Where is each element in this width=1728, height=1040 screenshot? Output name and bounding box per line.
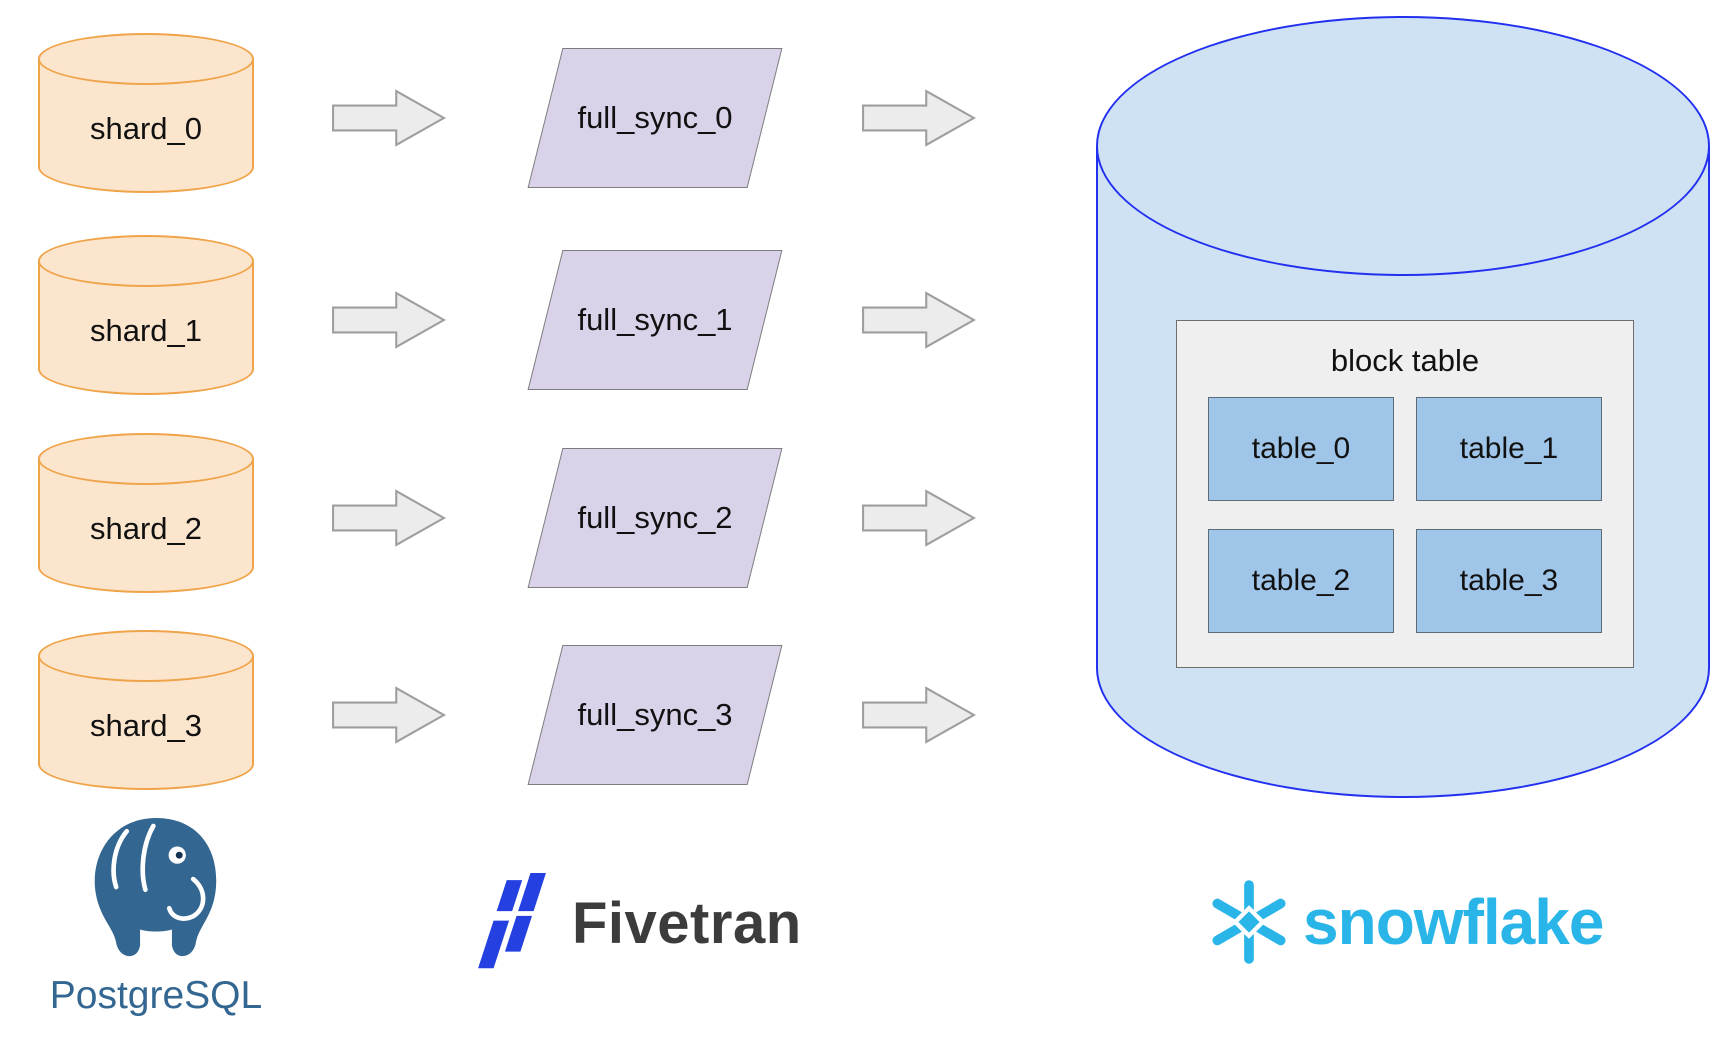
cylinder-top	[38, 33, 254, 85]
postgresql-elephant-icon	[94, 817, 217, 957]
fivetran-logo: Fivetran	[478, 868, 802, 978]
block-table-panel: block table table_0 table_1 table_2 tabl…	[1176, 320, 1634, 668]
arrow-right-icon	[862, 291, 976, 349]
fivetran-mark-icon	[478, 873, 546, 969]
table-cell-2: table_2	[1208, 529, 1394, 633]
block-table-title: block table	[1330, 343, 1480, 378]
shard-cylinder-1: shard_1	[38, 235, 254, 395]
cylinder-top	[38, 630, 254, 682]
full-sync-label: full_sync_3	[577, 697, 733, 732]
full-sync-shape-0: full_sync_0	[527, 48, 783, 188]
table-cell-1: table_1	[1416, 397, 1602, 501]
shard-cylinder-3: shard_3	[38, 630, 254, 790]
snowflake-logo-text: snowflake	[1303, 886, 1604, 958]
shard-label: shard_3	[89, 708, 203, 743]
full-sync-shape-1: full_sync_1	[527, 250, 783, 390]
arrow-right-icon	[862, 489, 976, 547]
arrow-right-icon	[332, 291, 446, 349]
cylinder-top	[1096, 16, 1710, 276]
shard-cylinder-0: shard_0	[38, 33, 254, 193]
shard-label: shard_0	[89, 111, 203, 146]
full-sync-shape-3: full_sync_3	[527, 645, 783, 785]
snowflake-icon	[1212, 880, 1286, 964]
shard-label: shard_1	[89, 313, 203, 348]
full-sync-label: full_sync_0	[577, 100, 733, 135]
full-sync-label: full_sync_2	[577, 500, 733, 535]
shard-label: shard_2	[89, 511, 203, 546]
shard-cylinder-2: shard_2	[38, 433, 254, 593]
arrow-right-icon	[332, 89, 446, 147]
arrow-right-icon	[862, 686, 976, 744]
arrow-right-icon	[332, 686, 446, 744]
table-cell-0: table_0	[1208, 397, 1394, 501]
full-sync-shape-2: full_sync_2	[527, 448, 783, 588]
full-sync-label: full_sync_1	[577, 302, 733, 337]
cylinder-top	[38, 433, 254, 485]
postgresql-logo: PostgreSQL	[40, 810, 272, 1018]
arrow-right-icon	[862, 89, 976, 147]
table-cell-3: table_3	[1416, 529, 1602, 633]
postgresql-logo-text: PostgreSQL	[49, 974, 263, 1017]
table-grid: table_0 table_1 table_2 table_3	[1177, 397, 1633, 633]
fivetran-logo-text: Fivetran	[572, 890, 802, 956]
cylinder-top	[38, 235, 254, 287]
snowflake-logo: snowflake	[1205, 872, 1604, 972]
arrow-right-icon	[332, 489, 446, 547]
